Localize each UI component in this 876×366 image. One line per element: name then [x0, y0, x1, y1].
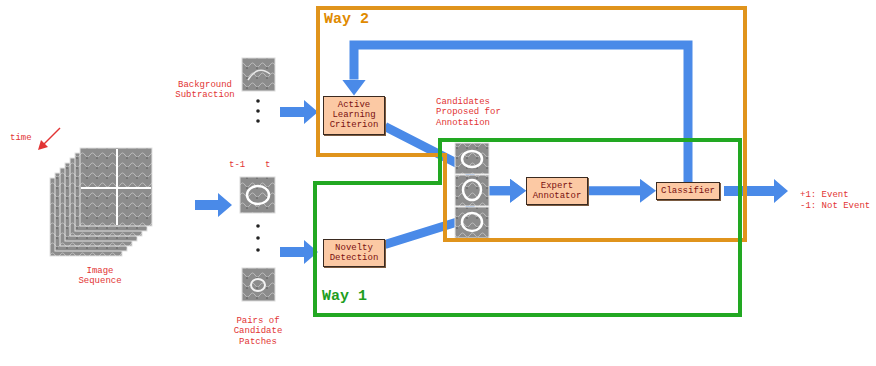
annotation-label: -1: Not Event	[800, 201, 870, 211]
patch-feature	[247, 186, 269, 204]
patch-feature	[248, 70, 270, 80]
process-box: Novelty Detection	[323, 239, 385, 268]
process-box: Expert Annotator	[526, 177, 588, 206]
candidate-stack	[455, 143, 489, 238]
patch-feature	[462, 213, 482, 231]
time-arrow	[43, 128, 60, 145]
patch	[455, 175, 489, 206]
annotation-label: Background Subtraction	[173, 80, 237, 101]
time-arrow-head	[38, 140, 48, 150]
box-label: Expert Annotator	[529, 181, 585, 202]
dot	[256, 119, 260, 123]
annotation-label: time	[10, 133, 32, 143]
block-arrow	[195, 193, 232, 217]
region-title: Way 1	[322, 288, 367, 305]
region-border	[318, 8, 745, 240]
patch	[455, 207, 489, 238]
frame	[80, 148, 152, 226]
annotation-label: +1: Event	[800, 190, 849, 200]
block-arrow	[280, 100, 318, 124]
patch	[242, 268, 275, 301]
image-stack	[50, 148, 152, 256]
method-region: Way 2 Active Learning Criterion	[318, 8, 745, 240]
region-border	[315, 140, 740, 315]
dot	[256, 236, 260, 240]
flow-arrow	[385, 191, 510, 245]
ellipsis-dots	[256, 99, 260, 252]
dot	[256, 109, 260, 113]
frame-cross	[81, 187, 151, 189]
flow-arrow	[354, 45, 688, 182]
region-title: Way 2	[324, 11, 369, 28]
block-arrow	[724, 179, 788, 203]
patch-feature	[251, 279, 265, 291]
dot	[256, 99, 260, 103]
dot	[256, 224, 260, 228]
annotation-label: Candidates Proposed for Annotation	[436, 97, 510, 128]
dot	[256, 248, 260, 252]
box-label: Classifier	[659, 186, 717, 196]
patch-feature	[462, 151, 482, 167]
annotation-label: Pairs of Candidate Patches	[227, 316, 289, 347]
patch	[455, 143, 489, 174]
block-arrow	[280, 240, 318, 264]
annotation-label: t-1	[229, 160, 245, 170]
patch	[242, 58, 275, 91]
process-box: Active Learning Criterion	[323, 96, 385, 135]
region-outline	[315, 140, 740, 315]
annotation-label: Image Sequence	[68, 266, 132, 287]
flow-arrow	[588, 186, 640, 195]
patch-feature	[463, 180, 481, 200]
method-region: Way 1 Novelty Detection Expert Annotator Cl…	[315, 140, 740, 315]
box-label: Active Learning Criterion	[326, 100, 382, 131]
box-label: Novelty Detection	[326, 243, 382, 264]
process-box: Classifier	[656, 182, 720, 200]
connectors	[354, 45, 688, 245]
patch	[240, 177, 275, 213]
patch-column	[240, 58, 275, 301]
annotation-label: t	[265, 160, 270, 170]
